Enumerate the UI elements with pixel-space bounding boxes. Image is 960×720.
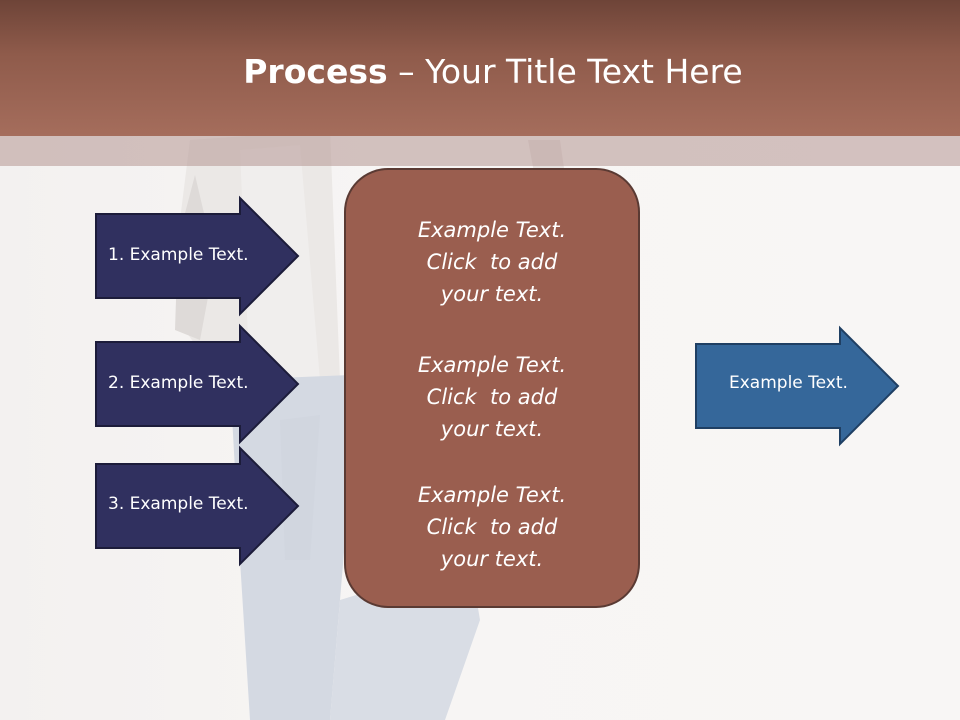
center-block-2-line-1: Example Text. (417, 353, 567, 377)
center-text-box[interactable]: Example Text. Click to add your text. Ex… (344, 168, 640, 608)
header-band (0, 136, 960, 166)
step-arrow-3[interactable] (95, 445, 300, 567)
output-label: Example Text. (729, 373, 848, 393)
step-arrow-1[interactable] (95, 195, 300, 317)
center-block-3-line-1: Example Text. (417, 483, 567, 507)
center-block-2: Example Text. Click to add your text. (346, 349, 638, 445)
title-rest: – Your Title Text Here (387, 52, 743, 91)
step-label-2: 2. Example Text. (108, 373, 249, 393)
center-block-3-line-3: your text. (440, 547, 544, 571)
step-label-3: 3. Example Text. (108, 494, 249, 514)
output-arrow[interactable] (695, 325, 900, 447)
step-arrow-2[interactable] (95, 323, 300, 445)
header-bar (0, 0, 960, 136)
center-block-1-line-1: Example Text. (417, 218, 567, 242)
center-block-1-line-2: Click to add (426, 250, 558, 274)
center-block-2-line-2: Click to add (426, 385, 558, 409)
center-block-1-line-3: your text. (440, 282, 544, 306)
center-block-2-line-3: your text. (440, 417, 544, 441)
center-block-1: Example Text. Click to add your text. (346, 214, 638, 310)
title-bold: Process (243, 52, 388, 91)
center-block-3: Example Text. Click to add your text. (346, 479, 638, 575)
center-block-3-line-2: Click to add (426, 515, 558, 539)
slide-title[interactable]: Process – Your Title Text Here (0, 52, 960, 91)
step-label-1: 1. Example Text. (108, 245, 249, 265)
